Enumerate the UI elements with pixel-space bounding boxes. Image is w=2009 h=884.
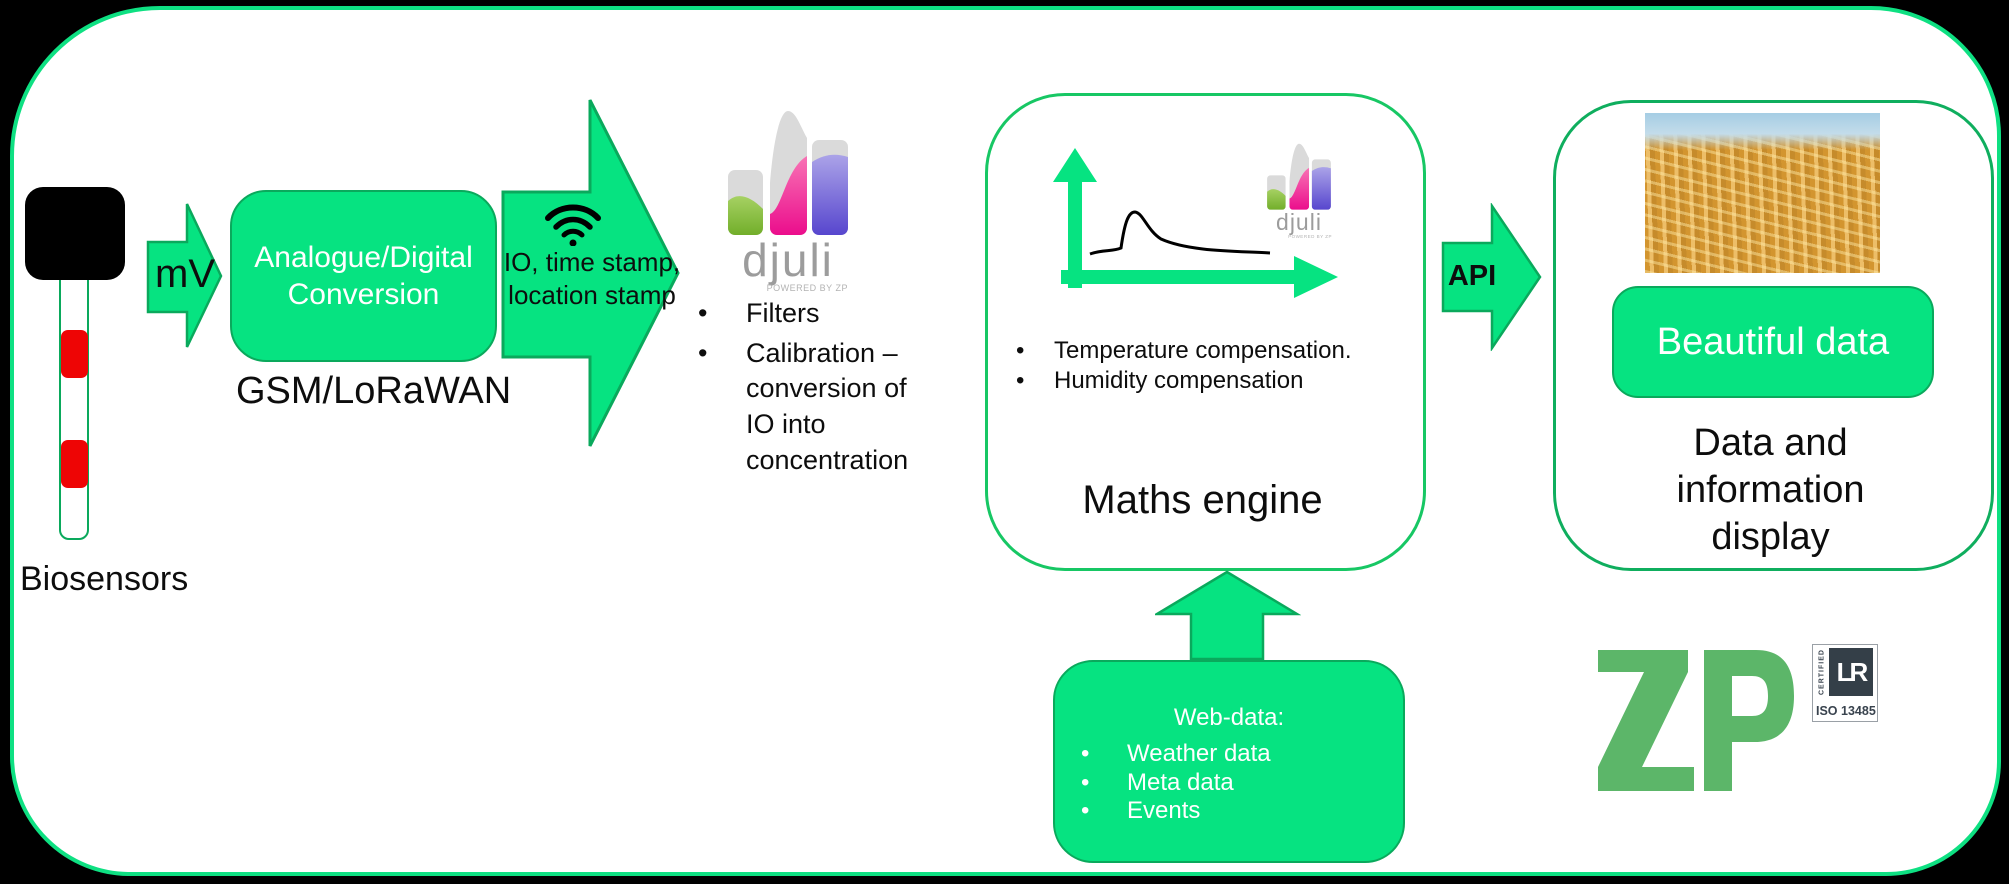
biosensor-head (25, 187, 125, 280)
djuli-feature-list: • Filters • Calibration – conversion of … (698, 296, 928, 482)
web-data-box: Web-data: • Weather data • Meta data • E… (1053, 660, 1405, 863)
list-item: • Calibration – conversion of IO into co… (698, 336, 928, 479)
lr-certified-label: CERTIFIED (1818, 649, 1826, 695)
list-item-text: Weather data (1127, 740, 1271, 767)
gsm-lorawan-label: GSM/LoRaWAN (236, 370, 512, 412)
djuli-logo-small: djuli POWERED BY ZP (1266, 142, 1332, 239)
bullet-glyph: • (698, 337, 708, 368)
bullet-glyph: • (1081, 740, 1090, 767)
caption-line: display (1711, 516, 1830, 558)
caption-line: information (1676, 469, 1865, 511)
beautiful-data-label: Beautiful data (1656, 320, 1890, 363)
bullet-glyph: • (1081, 797, 1090, 824)
bullet-glyph: • (698, 298, 708, 328)
biosensor-electrode-pad (61, 330, 88, 378)
lr-monogram: LR (1829, 648, 1873, 696)
beautiful-data-button: Beautiful data (1612, 286, 1934, 398)
list-item: • Weather data (1055, 740, 1403, 769)
biosensor-strip (59, 274, 89, 540)
adc-box: Analogue/Digital Conversion (230, 190, 497, 362)
signal-peak-curve (1089, 210, 1271, 256)
list-item: • Temperature compensation. (1016, 336, 1352, 366)
djuli-logo-name: djuli (1276, 209, 1322, 235)
djuli-logo: djuli POWERED BY ZP (726, 108, 850, 293)
list-item: • Events (1055, 797, 1403, 826)
y-axis-arrow-icon (1053, 148, 1097, 288)
adc-box-line2: Conversion (287, 278, 440, 311)
transfer-line1: IO, time stamp, (503, 247, 681, 277)
adc-box-line1: Analogue/Digital (254, 240, 473, 274)
lr-iso-label: ISO 13485 (1816, 704, 1876, 718)
web-data-list: • Weather data • Meta data • Events (1055, 740, 1403, 826)
caption-line: Data and (1693, 422, 1848, 464)
list-item: • Meta data (1055, 769, 1403, 798)
x-axis-arrow-icon (1061, 256, 1338, 298)
djuli-bars-icon (726, 108, 850, 235)
bullet-glyph: • (1016, 337, 1025, 364)
djuli-logo-tagline: POWERED BY ZP (1288, 234, 1332, 239)
transfer-arrow-label: IO, time stamp, location stamp (503, 246, 681, 312)
list-item-text: Calibration – conversion of IO into conc… (746, 337, 909, 475)
list-item: • Filters (698, 296, 928, 332)
djuli-logo-tagline: POWERED BY ZP (766, 283, 848, 293)
zp-logo (1598, 650, 1794, 791)
maths-engine-title: Maths engine (1082, 478, 1323, 522)
list-item: • Humidity compensation (1016, 366, 1352, 396)
mv-arrow-label: mV (155, 252, 215, 296)
list-item-text: Temperature compensation. (1054, 337, 1352, 364)
bullet-glyph: • (1016, 367, 1025, 394)
maths-engine-list: • Temperature compensation. • Humidity c… (1016, 336, 1352, 396)
biosensor-electrode-pad (61, 440, 88, 488)
transfer-line2: location stamp (508, 280, 676, 311)
lr-certification-mark: CERTIFIED LR ISO 13485 (1812, 644, 1878, 722)
display-box-caption: Data and information display (1553, 420, 1988, 561)
djuli-bars-icon (1266, 142, 1332, 210)
djuli-logo-name: djuli (742, 234, 834, 286)
up-arrow-icon (1155, 570, 1301, 661)
list-item-text: Meta data (1127, 768, 1234, 796)
web-data-title: Web-data: (1173, 704, 1285, 731)
api-arrow-icon (1441, 203, 1542, 351)
wifi-icon (545, 204, 601, 246)
list-item-text: Filters (746, 298, 820, 328)
bullet-glyph: • (1081, 768, 1090, 796)
wheat-field-image (1645, 113, 1880, 273)
biosensors-label: Biosensors (20, 560, 189, 598)
mv-arrow-icon (146, 203, 223, 348)
list-item-text: Humidity compensation (1054, 367, 1304, 394)
api-arrow-label: API (1447, 260, 1497, 292)
list-item-text: Events (1127, 797, 1201, 824)
transfer-arrow-icon (501, 99, 680, 447)
maths-engine-box (985, 93, 1426, 571)
